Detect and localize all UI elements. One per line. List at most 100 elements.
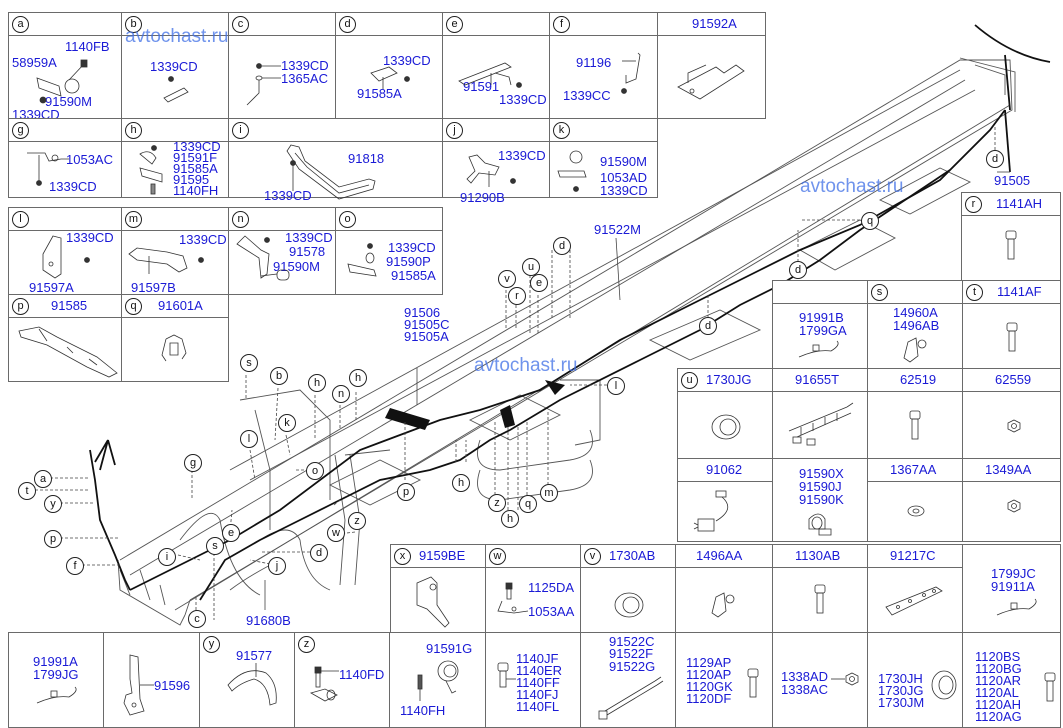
part-label[interactable]: 1053AC [66,152,113,167]
part-label[interactable]: 91911A [991,579,1035,594]
part-label[interactable]: 91522G [609,659,656,674]
part-label[interactable]: 91590P [386,254,431,269]
part-label[interactable]: 1339CD [499,92,547,107]
part-label[interactable]: 91585A [391,268,436,283]
part-label[interactable]: 91505A [404,329,449,344]
cell-title[interactable]: 91585 [51,298,88,313]
part-label[interactable]: 91991B [799,310,844,325]
part-label[interactable]: 58959A [12,55,57,70]
cell-title[interactable]: 91655T [795,372,840,387]
cell-title[interactable]: 91601A [158,298,203,313]
part-label[interactable]: 1120AG [975,709,1022,724]
part-label[interactable]: 91680B [246,613,291,628]
part-label[interactable]: 1140FH [400,703,446,718]
cell-title[interactable]: 9159BE [419,548,466,563]
part-label[interactable]: 1120BS [975,649,1021,664]
cell-title[interactable]: 62559 [995,372,1032,387]
part-label[interactable]: 1140FL [516,699,560,714]
part-label[interactable]: 91590X [799,466,844,481]
part-label[interactable]: 1120BG [975,661,1022,676]
part-label[interactable]: 1339CD [498,148,546,163]
part-label[interactable]: 1496AB [893,318,940,333]
part-label[interactable]: 91585A [357,86,402,101]
cell-title[interactable]: 1730AB [609,548,656,563]
part-label[interactable]: 1140FJ [516,687,559,702]
part-label[interactable]: 91585A [173,161,218,176]
part-label[interactable]: 1339CD [383,53,431,68]
cell-title[interactable]: 1141AH [996,196,1043,211]
part-label[interactable]: 91596 [154,678,191,693]
part-label[interactable]: 1339CD [264,188,312,203]
part-label[interactable]: 91590M [600,154,647,169]
part-label[interactable]: 91522C [609,634,655,649]
part-label[interactable]: 1339CD [12,107,60,122]
part-label[interactable]: 1120GK [686,679,733,694]
part-label[interactable]: 1140JF [516,651,559,666]
part-label[interactable]: 91578 [289,244,326,259]
cell-title[interactable]: 1349AA [985,462,1032,477]
part-label[interactable]: 1799JG [33,667,79,682]
part-label[interactable]: 91595 [173,172,210,187]
part-label[interactable]: 1365AC [281,71,328,86]
part-label[interactable]: 91505C [404,317,450,332]
part-label[interactable]: 1140ER [516,663,563,678]
cell-title[interactable]: 1730JG [706,372,752,387]
part-label[interactable]: 1339CC [563,88,611,103]
part-label[interactable]: 91505 [994,173,1031,188]
part-label[interactable]: 14960A [893,305,938,320]
part-label[interactable]: 1339CD [600,183,648,198]
part-label[interactable]: 1339CD [179,232,227,247]
cell-title[interactable]: 1130AB [795,548,841,563]
part-label[interactable]: 1140FF [516,675,560,690]
part-label[interactable]: 1799JC [991,566,1036,581]
part-label[interactable]: 1339CD [173,139,221,154]
part-label[interactable]: 91591F [173,150,218,165]
part-label[interactable]: 1140FB [65,39,110,54]
part-label[interactable]: 91590K [799,492,844,507]
part-label[interactable]: 91591 [463,79,500,94]
part-label[interactable]: 91597B [131,280,176,295]
part-label[interactable]: 1730JM [878,695,925,710]
part-label[interactable]: 1799GA [799,323,847,338]
part-label[interactable]: 91590J [799,479,842,494]
cell-title[interactable]: 1141AF [997,284,1042,299]
part-label[interactable]: 1120AH [975,697,1022,712]
cell-title[interactable]: 91217C [890,548,936,563]
part-label[interactable]: 1730JH [878,671,923,686]
part-label[interactable]: 91506 [404,305,441,320]
part-label[interactable]: 91991A [33,654,78,669]
part-label[interactable]: 91597A [29,280,74,295]
part-label[interactable]: 1140FH [173,183,219,198]
cell-title[interactable]: 1496AA [696,548,743,563]
part-label[interactable]: 91590M [45,94,92,109]
part-label[interactable]: 91522F [609,646,654,661]
part-label[interactable]: 1338AC [781,682,828,697]
cell-title[interactable]: 91062 [706,462,743,477]
part-label[interactable]: 91196 [576,55,612,70]
part-label[interactable]: 1120AP [686,667,732,682]
part-label[interactable]: 1338AD [781,669,828,684]
part-label[interactable]: 91818 [348,151,385,166]
part-label[interactable]: 91591G [426,641,473,656]
part-label[interactable]: 1339CD [285,230,333,245]
part-label[interactable]: 1120AL [975,685,1019,700]
part-label[interactable]: 1120AR [975,673,1022,688]
part-label[interactable]: 1339CD [49,179,97,194]
part-label[interactable]: 1053AA [528,604,575,619]
cell-title[interactable]: 91592A [692,16,737,31]
part-label[interactable]: 1339CD [281,58,329,73]
part-label[interactable]: 1053AD [600,170,647,185]
part-label[interactable]: 1120DF [686,691,732,706]
part-label[interactable]: 1339CD [66,230,114,245]
part-label[interactable]: 1730JG [878,683,924,698]
part-label[interactable]: 1140FD [339,667,385,682]
cell-title[interactable]: 62519 [900,372,937,387]
part-label[interactable]: 91290B [460,190,505,205]
part-label[interactable]: 1125DA [528,580,575,595]
part-label[interactable]: 91522M [594,222,641,237]
part-label[interactable]: 1339CD [388,240,436,255]
cell-title[interactable]: 1367AA [890,462,937,477]
part-label[interactable]: 1129AP [686,655,732,670]
part-label[interactable]: 1339CD [150,59,198,74]
part-label[interactable]: 91577 [236,648,273,663]
